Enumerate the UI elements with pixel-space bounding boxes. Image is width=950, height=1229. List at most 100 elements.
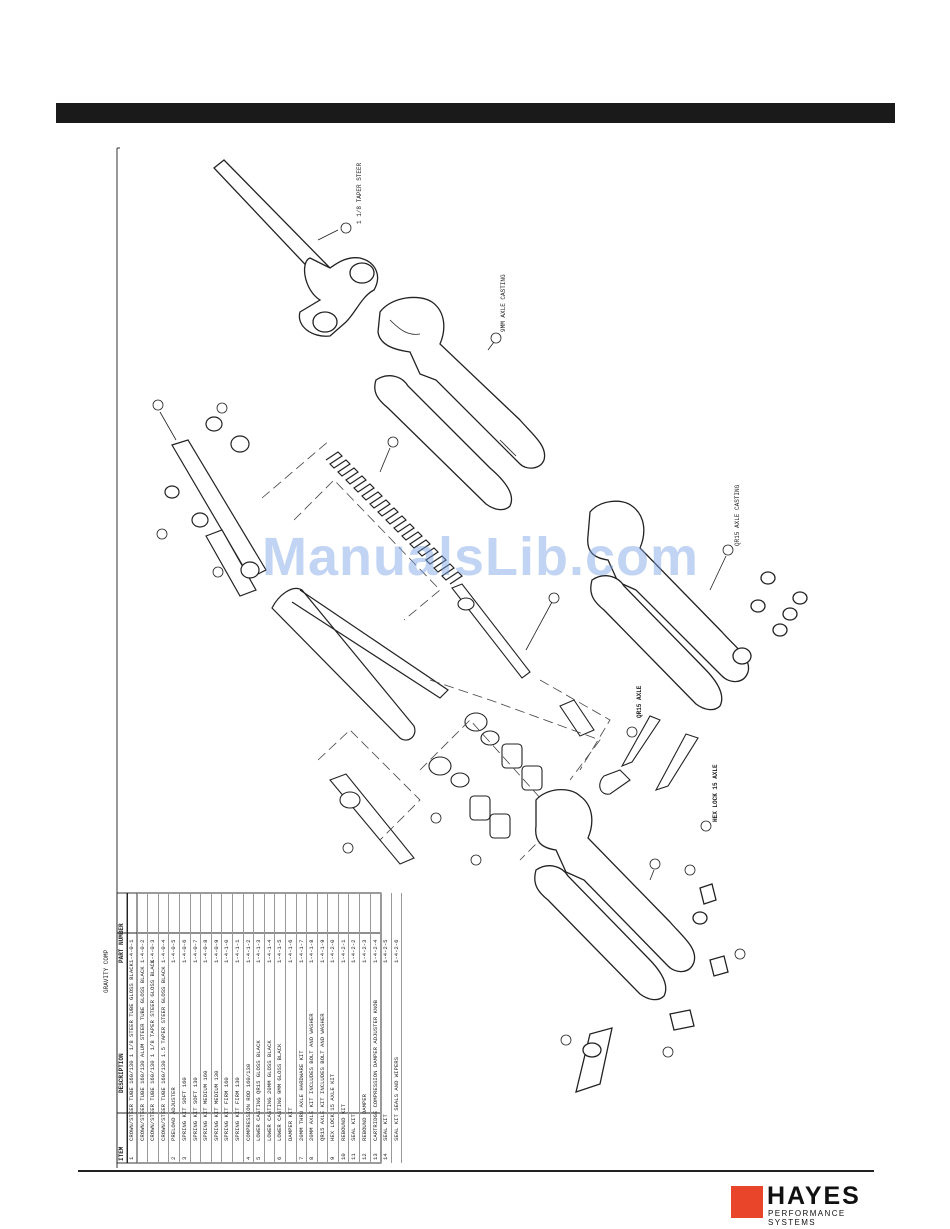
- table-cell-part: 1-4-1-8: [308, 939, 316, 964]
- table-cell-part: 1-4-2-5: [382, 939, 390, 964]
- table-row: 5 LOWER CASTING QR15 GLOSS BLACK 1-4-1-3: [254, 893, 265, 1163]
- callout-axle-qr15: QR15 AXLE: [636, 685, 643, 718]
- table-cell-desc: 20MM AXLE KIT INCLUDES BOLT AND WASHER: [308, 1013, 316, 1141]
- parts-table-frame: [116, 892, 382, 1164]
- table-cell-desc: REBOUND DAMPER: [361, 1094, 369, 1141]
- table-cell-part: 1-4-1-0: [223, 939, 231, 964]
- table-cell-desc: REBOUND KIT: [339, 1104, 347, 1141]
- col-item: ITEM: [118, 1146, 125, 1161]
- table-row: 2 PRELOAD ADJUSTER 1-4-0-5: [169, 893, 180, 1163]
- table-cell-item: 9: [329, 1156, 337, 1160]
- col-part-number: PART NUMBER: [118, 923, 125, 963]
- logo-name: HAYES: [767, 1182, 861, 1210]
- logo-mark: [731, 1186, 763, 1218]
- table-cell-part: 1-4-0-1: [128, 939, 135, 964]
- table-cell-part: 1-4-1-1: [233, 939, 241, 964]
- callout-axle-hex: HEX LOCK 15 AXLE: [712, 764, 719, 822]
- table-cell-desc: QR15 AXLE KIT INCLUDES BOLT AND WASHER: [318, 1013, 326, 1141]
- casting-9mm: [374, 296, 546, 511]
- hex-lock-axle: [654, 733, 712, 832]
- table-cell-part: 1-4-1-5: [276, 939, 284, 964]
- table-cell-desc: CROWN/STEER TUBE 160/130 1 1/8 TAPER STE…: [149, 959, 157, 1141]
- table-cell-desc: LOWER CASTING 9MM GLOSS BLACK: [276, 1043, 284, 1141]
- table-cell-item: 3: [180, 1156, 188, 1160]
- table-cell-desc: SEAL KIT: [350, 1114, 358, 1141]
- table-cell-desc: SPRING KIT SOFT 160: [180, 1077, 188, 1141]
- qr15-axle: [599, 715, 661, 795]
- table-cell-item: 14: [382, 1153, 390, 1160]
- parts-table-title: GRAVITY COMP: [103, 949, 110, 993]
- table-row: 3 SPRING KIT SOFT 160 1-4-0-6: [179, 893, 191, 1163]
- table-cell-part: 1-4-1-2: [244, 939, 252, 964]
- table-cell-part: 1-4-1-4: [265, 939, 273, 964]
- parts-table-rows: 1 CROWN/STEER TUBE 160/130 1 1/8 STEER TU…: [127, 893, 403, 1163]
- seals-bushings: [428, 699, 595, 839]
- table-row: 7 20MM THRU AXLE HARDWARE KIT 1-4-1-7: [296, 893, 308, 1163]
- table-row: 1 CROWN/STEER TUBE 160/130 1 1/8 STEER TU…: [127, 893, 138, 1163]
- parts-table: GRAVITY COMP ITEM DESCRIPTION PART NUMBE…: [103, 893, 403, 1163]
- casting-qr15: [587, 500, 808, 711]
- col-description: DESCRIPTION: [118, 1053, 125, 1093]
- table-cell-part: 1-4-1-3: [255, 939, 263, 964]
- table-cell-part: 1-4-0-6: [180, 939, 188, 964]
- table-cell-desc: SPRING KIT SOFT 130: [191, 1077, 199, 1141]
- logo-tagline: PERFORMANCE SYSTEMS: [768, 1209, 846, 1227]
- table-cell-desc: 20MM THRU AXLE HARDWARE KIT: [297, 1050, 305, 1141]
- table-row: 8 20MM AXLE KIT INCLUDES BOLT AND WASHER 1…: [307, 893, 318, 1163]
- table-cell-desc: SPRING KIT FIRM 160: [223, 1077, 231, 1141]
- table-cell-item: 4: [244, 1156, 252, 1160]
- table-row: CROWN/STEER TUBE 160/130 1.5 TAPER STEER…: [158, 893, 170, 1163]
- table-row: SPRING KIT FIRM 130 1-4-1-1: [232, 893, 244, 1163]
- table-cell-desc: LOWER CASTING QR15 GLOSS BLACK: [255, 1040, 263, 1141]
- table-cell-part: 1-4-1-7: [297, 939, 305, 964]
- table-cell-part: 1-4-2-4: [371, 939, 379, 964]
- table-cell-item: 2: [170, 1156, 178, 1160]
- callout-steerer: 1 1/8 TAPER STEER: [356, 162, 363, 224]
- callout-casting-9mm: 9MM AXLE CASTING: [500, 274, 507, 332]
- table-cell-part: 1-4-1-6: [286, 939, 294, 964]
- table-cell-item: 8: [308, 1156, 316, 1160]
- table-cell-desc: SPRING KIT MEDIUM 160: [202, 1070, 210, 1142]
- spring: [325, 436, 463, 585]
- table-cell-part: 1-4-0-2: [138, 939, 146, 964]
- table-cell-desc: SEAL KIT SEALS AND WIPERS: [392, 1057, 400, 1141]
- table-row: CROWN/STEER TUBE 160/130 1 1/8 TAPER STE…: [148, 893, 159, 1163]
- table-cell-item: 10: [339, 1153, 347, 1160]
- table-cell-part: 1-4-1-9: [318, 939, 326, 964]
- hayes-logo: HAYES PERFORMANCE SYSTEMS: [731, 1182, 877, 1227]
- watermark: ManualsLib.com: [262, 527, 700, 587]
- table-cell-desc: CROWN/STEER TUBE 160/130 1 1/8 STEER TUB…: [128, 963, 135, 1141]
- table-cell-part: 1-4-0-8: [202, 939, 210, 964]
- table-cell-item: 7: [297, 1156, 305, 1160]
- table-row: 14 SEAL KIT 1-4-2-5: [381, 893, 392, 1163]
- table-cell-desc: LOWER CASTING 20MM GLOSS BLACK: [265, 1040, 273, 1141]
- table-cell-item: 13: [371, 1153, 379, 1160]
- table-cell-item: 12: [361, 1153, 369, 1160]
- table-cell-desc: DAMPER KIT: [286, 1107, 294, 1141]
- table-row: DAMPER KIT 1-4-1-6: [285, 893, 297, 1163]
- table-row: QR15 AXLE KIT INCLUDES BOLT AND WASHER 1-…: [317, 893, 329, 1163]
- footer-rule: [78, 1170, 874, 1172]
- table-cell-part: 1-4-0-3: [149, 939, 157, 964]
- rebound-damper: [329, 773, 482, 866]
- table-cell-part: 1-4-2-0: [329, 939, 337, 964]
- table-cell-desc: SEAL KIT: [382, 1114, 390, 1141]
- table-cell-desc: SPRING KIT FIRM 130: [233, 1077, 241, 1141]
- table-cell-item: 11: [350, 1153, 358, 1160]
- callout-casting-qr15: QR15 AXLE CASTING: [734, 484, 741, 546]
- table-row: CROWN/STEER TUBE 160/130 ALUM STEER TUBE…: [137, 893, 149, 1163]
- table-row: LOWER CASTING 20MM GLOSS BLACK 1-4-1-4: [264, 893, 276, 1163]
- table-cell-desc: PRELOAD ADJUSTER: [170, 1087, 178, 1141]
- table-cell-part: 1-4-0-5: [170, 939, 178, 964]
- header-bar: [56, 103, 895, 123]
- table-cell-item: 5: [255, 1156, 263, 1160]
- table-cell-item: 1: [128, 1156, 135, 1160]
